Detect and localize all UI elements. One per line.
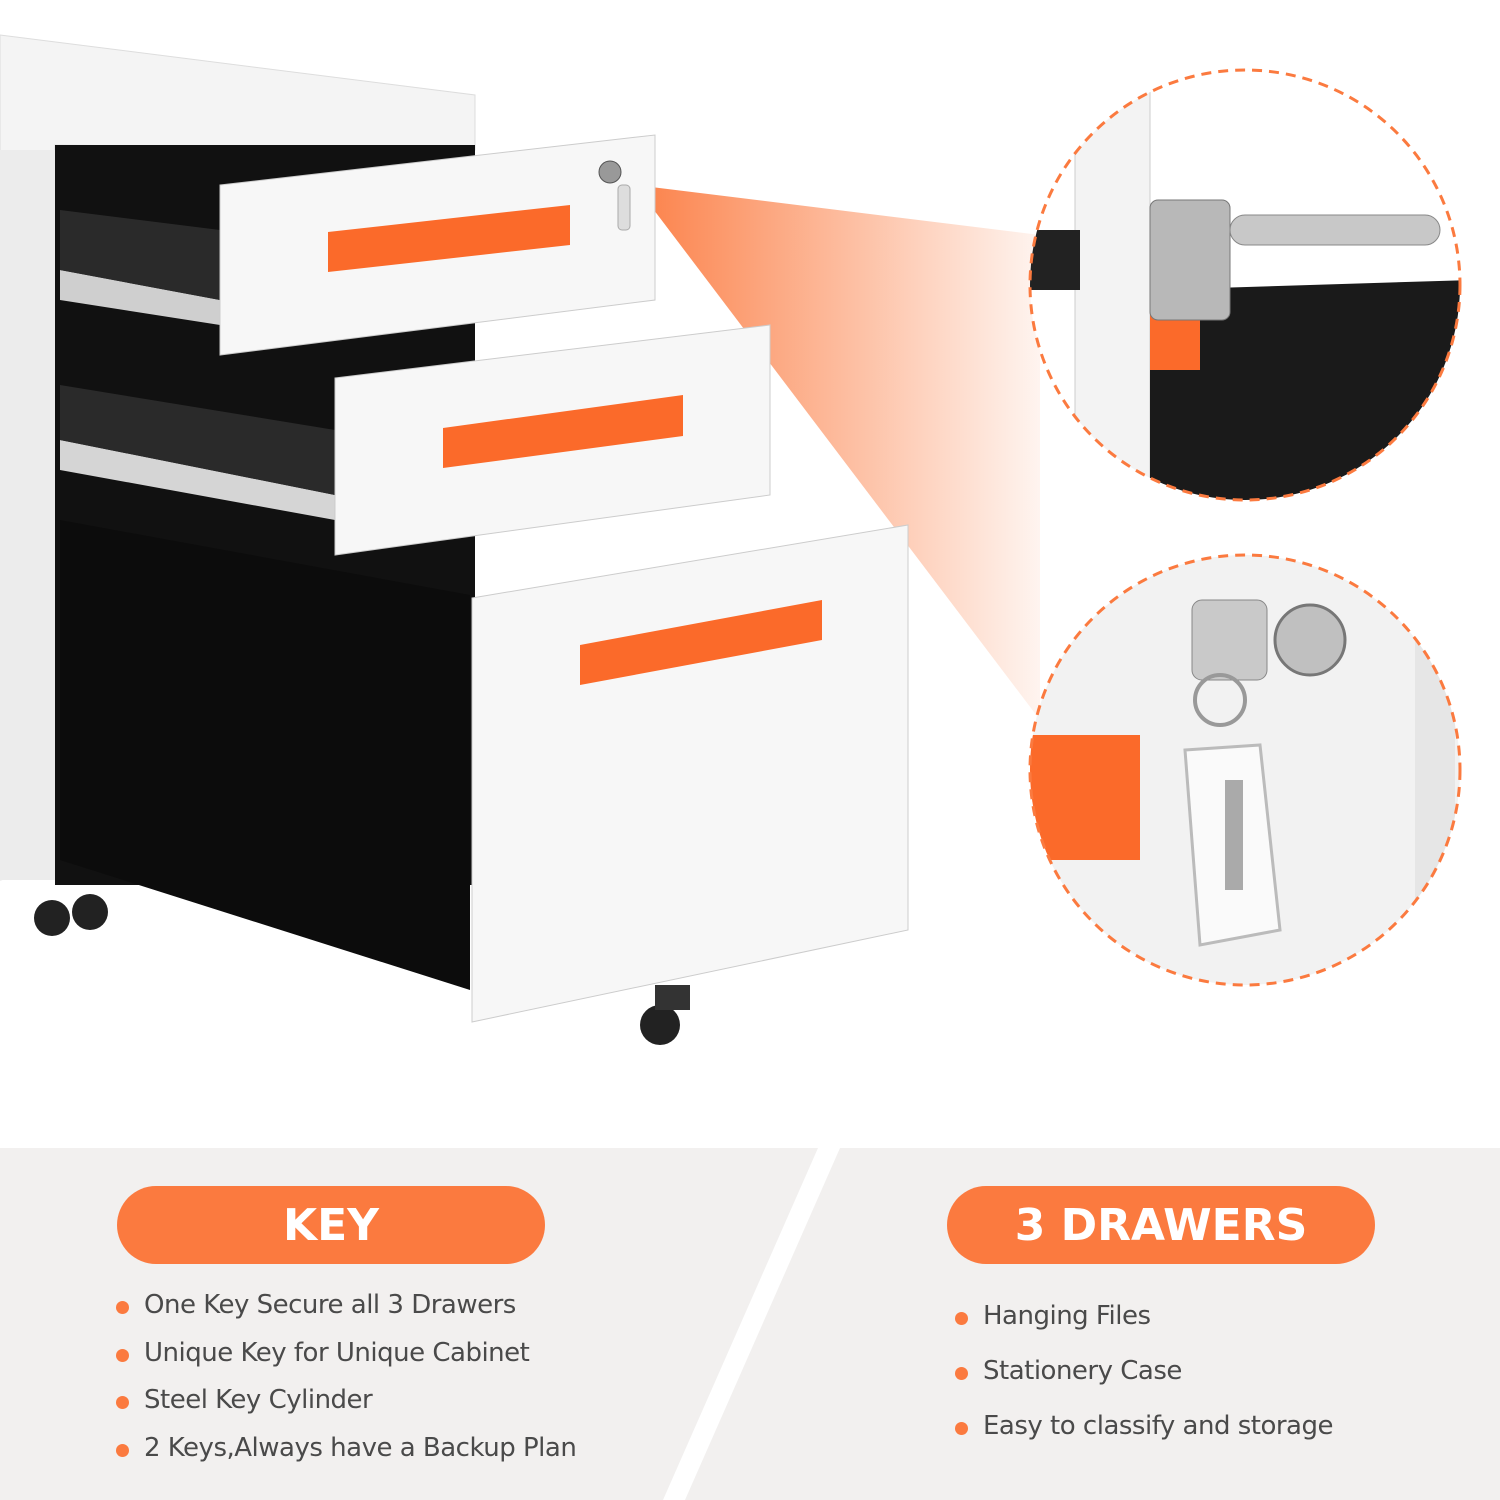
lock-cylinder-inset <box>1028 68 1462 502</box>
list-item: 2 Keys,Always have a Backup Plan <box>116 1433 577 1481</box>
top-drawer-handle <box>328 205 570 272</box>
product-illustration <box>0 34 1462 1045</box>
bottom-drawer-handle <box>580 600 822 685</box>
light-cone <box>635 185 1040 720</box>
list-item: Easy to classify and storage <box>955 1411 1334 1466</box>
list-item: Unique Key for Unique Cabinet <box>116 1338 576 1386</box>
diagonal-divider <box>663 1148 840 1500</box>
key-inset <box>1028 553 1462 987</box>
lock-icon <box>598 160 622 184</box>
drawers-section-title: 3 DRAWERS <box>947 1186 1375 1264</box>
list-item: Stationery Case <box>955 1356 1333 1411</box>
drawers-feature-list: Hanging Files Stationery Case Easy to cl… <box>955 1301 1334 1466</box>
key-feature-list: One Key Secure all 3 Drawers Unique Key … <box>116 1290 577 1481</box>
caster-wheel <box>34 900 70 936</box>
list-item: Hanging Files <box>955 1301 1333 1356</box>
key-section-title: KEY <box>117 1186 545 1264</box>
list-item: One Key Secure all 3 Drawers <box>116 1290 576 1338</box>
list-item: Steel Key Cylinder <box>116 1385 576 1433</box>
middle-drawer-handle <box>443 395 683 468</box>
bottom-drawer <box>471 524 909 1023</box>
cabinet <box>0 34 909 1045</box>
